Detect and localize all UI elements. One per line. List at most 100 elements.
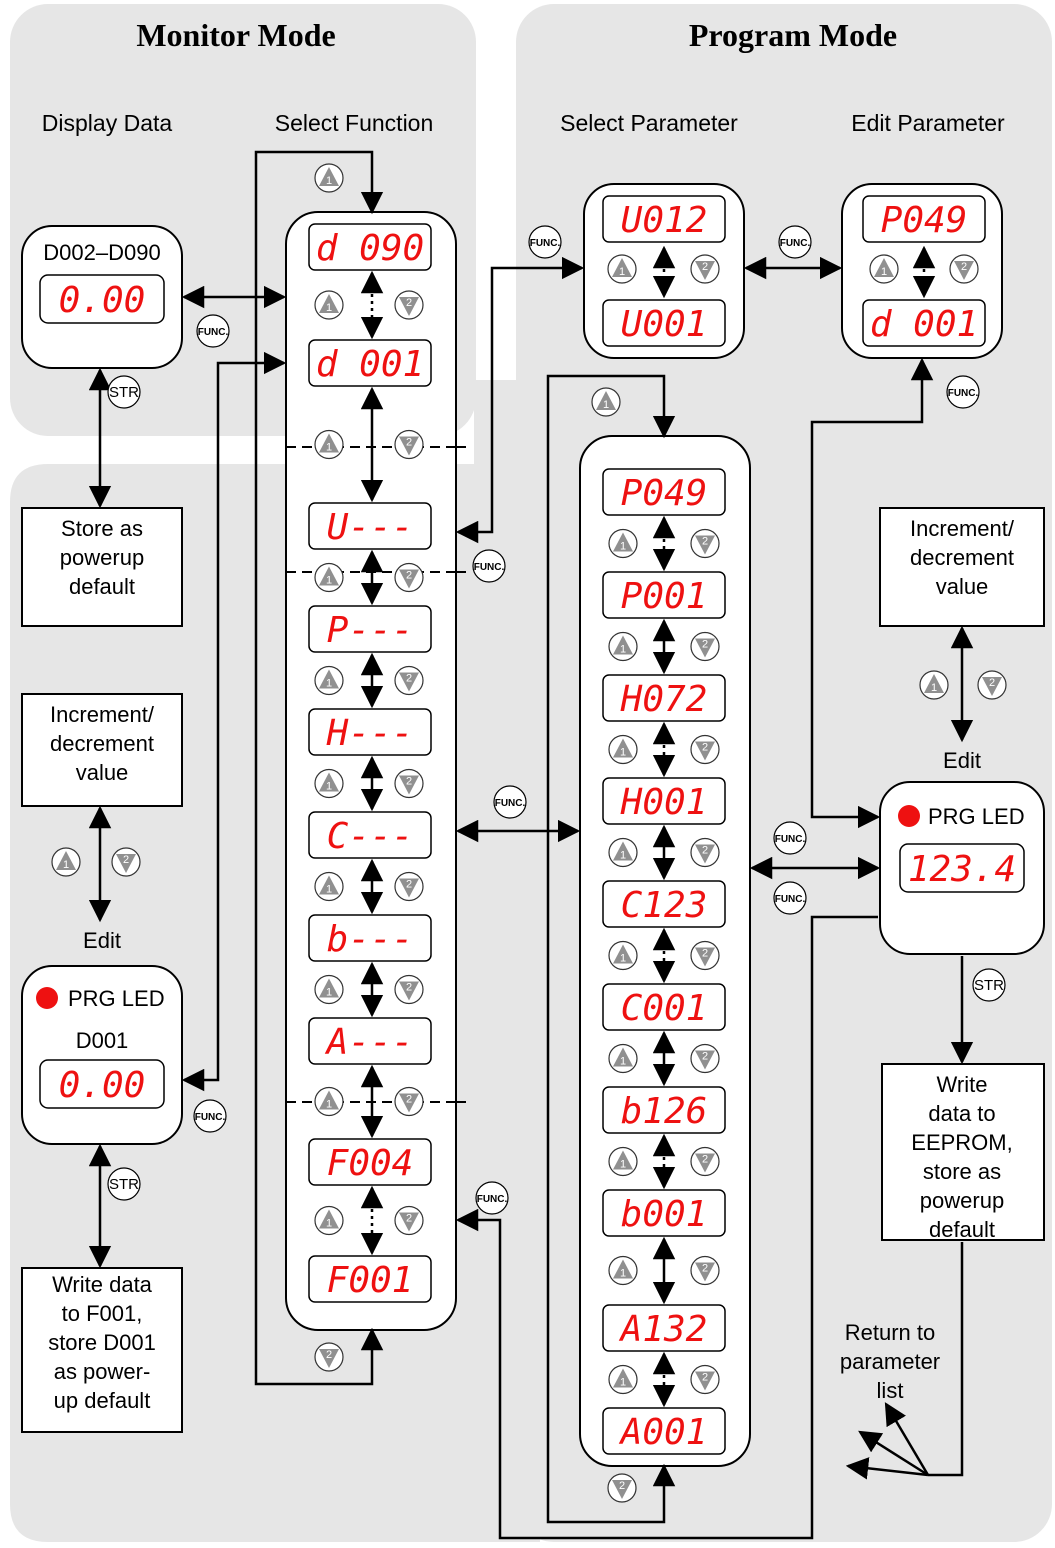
edit-prg-label: PRG LED: [928, 804, 1025, 829]
write-f001-line-1: Write data: [52, 1272, 153, 1297]
up-button-icon: 1: [314, 768, 344, 799]
svg-text:STR: STR: [109, 1176, 139, 1193]
up-button-icon: 1: [608, 528, 638, 559]
edit-d001-prg: PRG LED: [68, 986, 165, 1011]
edit-right-label: Edit: [943, 748, 981, 773]
svg-text:FUNC.: FUNC.: [477, 1194, 508, 1205]
down-button-icon: 2: [607, 1473, 637, 1503]
svg-text:2: 2: [702, 845, 708, 857]
down-button-icon: 2: [394, 429, 424, 460]
incdec-left-line-3: value: [76, 760, 129, 785]
func-button-icon: FUNC.: [196, 314, 230, 348]
svg-text:1: 1: [620, 850, 626, 862]
up-button-icon: 1: [919, 670, 949, 700]
down-button-icon: 2: [394, 1086, 424, 1117]
store-line-2: powerup: [60, 545, 144, 570]
incdec-right-line-3: value: [936, 574, 989, 599]
func-button-icon: FUNC.: [528, 225, 562, 259]
up-button-icon: 1: [608, 734, 638, 765]
svg-text:2: 2: [989, 677, 995, 689]
down-button-icon: 2: [111, 847, 141, 877]
down-button-icon: 2: [690, 1364, 720, 1395]
d001-to-edit-line: [181, 351, 287, 1092]
function-code-0: d 090: [316, 228, 424, 269]
edit-param-bottom: d 001: [870, 304, 978, 345]
svg-text:2: 2: [702, 536, 708, 548]
down-button-icon: 2: [690, 254, 720, 284]
func-button-icon: FUNC.: [472, 549, 506, 583]
function-code-2: U---: [327, 507, 414, 548]
svg-text:1: 1: [326, 1099, 332, 1111]
svg-text:FUNC.: FUNC.: [530, 238, 561, 249]
svg-text:2: 2: [702, 639, 708, 651]
down-button-icon: 2: [690, 1043, 720, 1074]
svg-text:1: 1: [326, 1218, 332, 1230]
str-button-icon: STR: [972, 968, 1006, 1002]
svg-text:2: 2: [123, 854, 129, 866]
svg-text:FUNC.: FUNC.: [775, 834, 806, 845]
svg-text:1: 1: [326, 575, 332, 587]
up-button-icon: 1: [314, 1205, 344, 1236]
up-button-icon: 1: [314, 974, 344, 1005]
svg-text:2: 2: [619, 1480, 625, 1492]
prg-led-indicator: [36, 987, 58, 1009]
svg-text:STR: STR: [974, 977, 1004, 994]
down-button-icon: 2: [394, 1205, 424, 1236]
svg-text:2: 2: [406, 1213, 412, 1225]
svg-text:2: 2: [702, 1372, 708, 1384]
svg-text:1: 1: [326, 442, 332, 454]
select-param-bottom: U001: [621, 304, 708, 345]
monitor-mode-title: Monitor Mode: [136, 17, 335, 53]
incdec-right-line-2: decrement: [910, 545, 1014, 570]
up-button-icon: 1: [608, 1255, 638, 1286]
svg-text:1: 1: [620, 644, 626, 656]
svg-text:FUNC.: FUNC.: [495, 798, 526, 809]
incdec-left-box: Increment/ decrement value: [21, 693, 183, 807]
up-button-icon: 1: [608, 631, 638, 662]
svg-text:1: 1: [931, 682, 937, 694]
svg-text:2: 2: [702, 261, 708, 273]
monitor-display-box: D002–D090 0.00: [21, 225, 183, 369]
param-code-6: b126: [621, 1091, 708, 1132]
str-button-icon: STR: [107, 1167, 141, 1201]
svg-text:1: 1: [326, 987, 332, 999]
up-button-icon: 1: [869, 254, 899, 284]
svg-text:2: 2: [406, 982, 412, 994]
svg-text:2: 2: [406, 879, 412, 891]
svg-text:2: 2: [406, 1094, 412, 1106]
program-mode-title: Program Mode: [689, 17, 897, 53]
return-note: Return to parameter list: [840, 1320, 940, 1403]
return-line-3: list: [877, 1378, 904, 1403]
param-loop-line: [546, 374, 676, 1524]
connectors: [88, 150, 974, 1540]
svg-text:1: 1: [620, 1268, 626, 1280]
svg-text:2: 2: [406, 776, 412, 788]
svg-text:1: 1: [326, 678, 332, 690]
svg-text:2: 2: [406, 673, 412, 685]
down-button-icon: 2: [394, 871, 424, 902]
svg-text:FUNC.: FUNC.: [780, 238, 811, 249]
svg-text:1: 1: [620, 747, 626, 759]
up-button-icon: 1: [314, 665, 344, 696]
up-button-icon: 1: [608, 837, 638, 868]
str-button-icon: STR: [107, 375, 141, 409]
edit-left-label: Edit: [83, 928, 121, 953]
svg-text:2: 2: [406, 570, 412, 582]
param-code-8: A132: [619, 1309, 708, 1350]
incdec-left-line-2: decrement: [50, 731, 154, 756]
header-display-data: Display Data: [42, 110, 173, 136]
down-button-icon: 2: [690, 734, 720, 765]
param-code-7: b001: [621, 1194, 708, 1235]
eeprom-line-1: Write: [937, 1072, 988, 1097]
svg-text:FUNC.: FUNC.: [198, 327, 229, 338]
up-button-icon: 1: [608, 940, 638, 971]
svg-text:2: 2: [702, 948, 708, 960]
svg-text:1: 1: [326, 781, 332, 793]
svg-text:1: 1: [620, 1377, 626, 1389]
up-button-icon: 1: [591, 387, 621, 417]
up-button-icon: 1: [314, 163, 344, 193]
return-line-1: Return to: [845, 1320, 936, 1345]
down-button-icon: 2: [394, 290, 424, 320]
header-select-function: Select Function: [275, 110, 434, 136]
